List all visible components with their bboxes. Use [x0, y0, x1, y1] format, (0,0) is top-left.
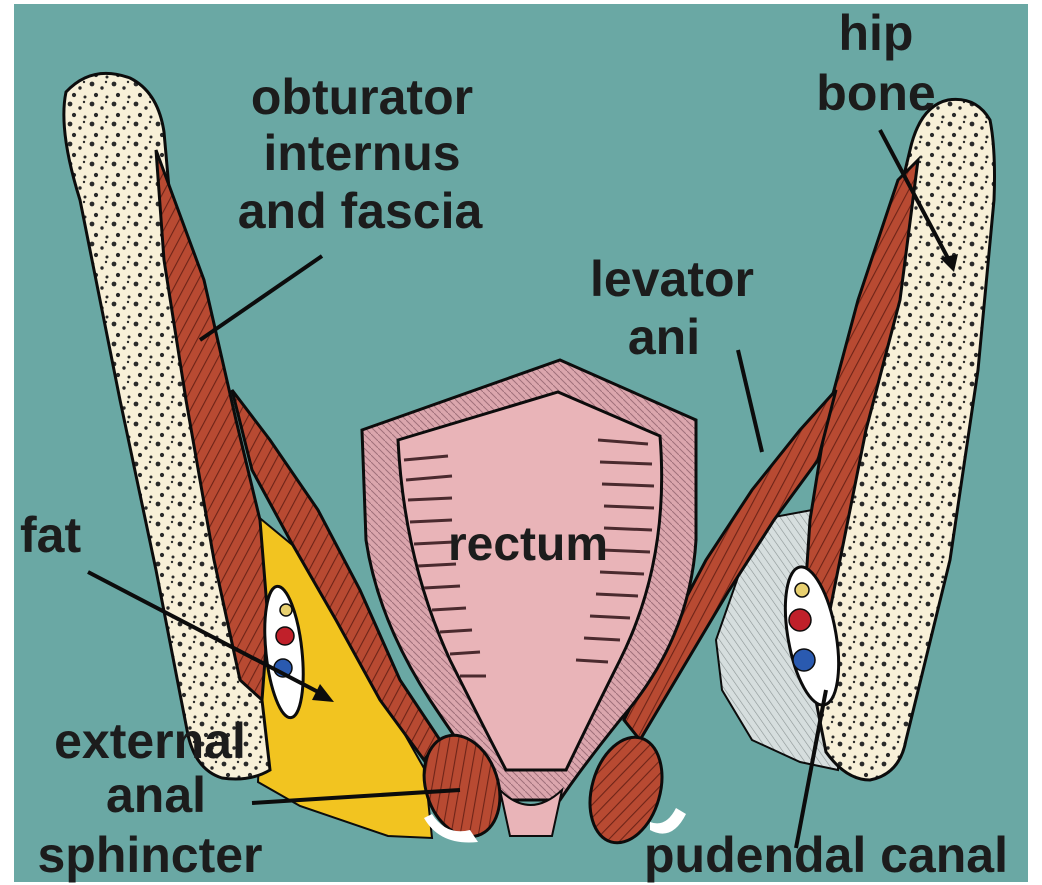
- label-external-anal-sphincter-line1: external: [54, 713, 246, 769]
- label-external-anal-sphincter-line2: anal: [106, 767, 206, 823]
- label-hip-bone-line1: hip: [839, 5, 914, 61]
- label-obturator-internus-line2: internus: [263, 125, 460, 181]
- label-obturator-internus-line1: obturator: [251, 69, 473, 125]
- left-vessel-red: [276, 627, 294, 645]
- label-levator-ani-line2: ani: [628, 309, 700, 365]
- label-hip-bone-line2: bone: [816, 65, 935, 121]
- label-levator-ani-line1: levator: [590, 251, 754, 307]
- right-vessel-red: [789, 609, 811, 631]
- label-pudendal-canal: pudendal canal: [644, 827, 1008, 883]
- label-fat: fat: [20, 507, 81, 563]
- label-external-anal-sphincter-line3: sphincter: [37, 827, 262, 883]
- right-vessel-yellow: [795, 583, 809, 597]
- right-vessel-blue: [793, 649, 815, 671]
- label-obturator-internus-line3: and fascia: [238, 183, 484, 239]
- label-rectum: rectum: [448, 518, 608, 571]
- left-vessel-yellow: [280, 604, 292, 616]
